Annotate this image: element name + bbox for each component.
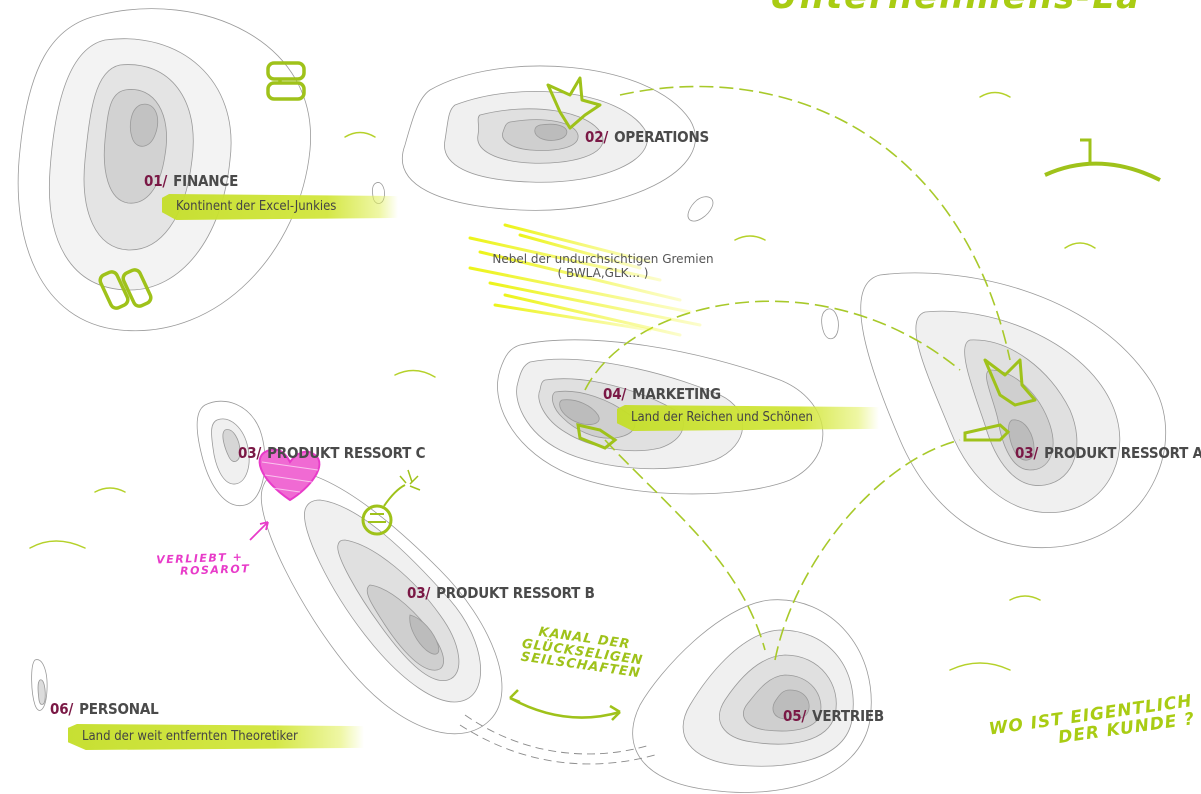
marketing-subtitle-banner: Land der Reichen und Schönen xyxy=(617,405,879,431)
fog-strokes xyxy=(468,223,702,337)
personal-subtitle-banner: Land der weit entfernten Theoretiker xyxy=(68,724,364,750)
personal-name: PERSONAL xyxy=(79,700,159,718)
fog-label-line1: Nebel der undurchsichtigen Gremien xyxy=(492,252,714,266)
finance-name: FINANCE xyxy=(173,172,239,190)
rope-lines xyxy=(459,714,656,765)
verliebt-annotation: VERLIEBT + ROSAROT xyxy=(135,550,266,579)
produkt-a-island xyxy=(860,272,1167,549)
vertrieb-label: 05/VERTRIEB xyxy=(783,707,884,725)
operations-label: 02/OPERATIONS xyxy=(585,128,709,146)
produkt-a-name: PRODUKT RESSORT A xyxy=(1044,444,1201,462)
rocket-icon xyxy=(576,423,618,450)
binoculars-icon xyxy=(266,61,306,101)
finance-label: 01/FINANCE xyxy=(144,172,238,190)
produkt-b-number: 03/ xyxy=(407,584,431,602)
marketing-number: 04/ xyxy=(603,385,627,403)
fog-label: Nebel der undurchsichtigen Gremien ( BWL… xyxy=(478,252,728,280)
marketing-label: 04/MARKETING xyxy=(603,385,721,403)
heart-icon xyxy=(258,448,321,502)
vertrieb-island xyxy=(632,599,872,793)
personal-number: 06/ xyxy=(50,700,74,718)
map-title: Unternehmens-La xyxy=(770,0,1141,16)
produkt-a-label: 03/PRODUKT RESSORT A xyxy=(1015,444,1201,462)
produkt-b-name: PRODUKT RESSORT B xyxy=(436,584,595,602)
crown-icon xyxy=(546,76,602,130)
rocket-icon xyxy=(963,423,1011,442)
produkt-c-number: 03/ xyxy=(238,444,262,462)
periscope-icon xyxy=(1044,138,1161,182)
produkt-b-island xyxy=(260,469,503,735)
finance-subtitle-banner: Kontinent der Excel-Junkies xyxy=(162,194,398,220)
bomb-icon xyxy=(361,469,421,536)
arrow-icon xyxy=(249,521,269,541)
produkt-a-number: 03/ xyxy=(1015,444,1039,462)
personal-label: 06/PERSONAL xyxy=(50,700,159,718)
fog-label-line2: ( BWLA,GLK... ) xyxy=(557,266,649,280)
dashed-routes xyxy=(584,85,1011,661)
produkt-b-label: 03/PRODUKT RESSORT B xyxy=(407,584,595,602)
produkt-c-island xyxy=(196,400,266,506)
operations-island xyxy=(402,65,696,211)
operations-number: 02/ xyxy=(585,128,609,146)
finance-island xyxy=(17,8,311,332)
marketing-name: MARKETING xyxy=(632,385,721,403)
produkt-c-label: 03/PRODUKT RESSORT C xyxy=(238,444,426,462)
vertrieb-name: VERTRIEB xyxy=(812,707,885,725)
crown-icon xyxy=(983,358,1037,407)
binoculars-icon xyxy=(98,268,153,310)
operations-name: OPERATIONS xyxy=(614,128,710,146)
wave-marks xyxy=(29,91,1096,671)
produkt-c-name: PRODUKT RESSORT C xyxy=(267,444,426,462)
double-arrow-icon xyxy=(509,689,621,721)
vertrieb-number: 05/ xyxy=(783,707,807,725)
finance-number: 01/ xyxy=(144,172,168,190)
